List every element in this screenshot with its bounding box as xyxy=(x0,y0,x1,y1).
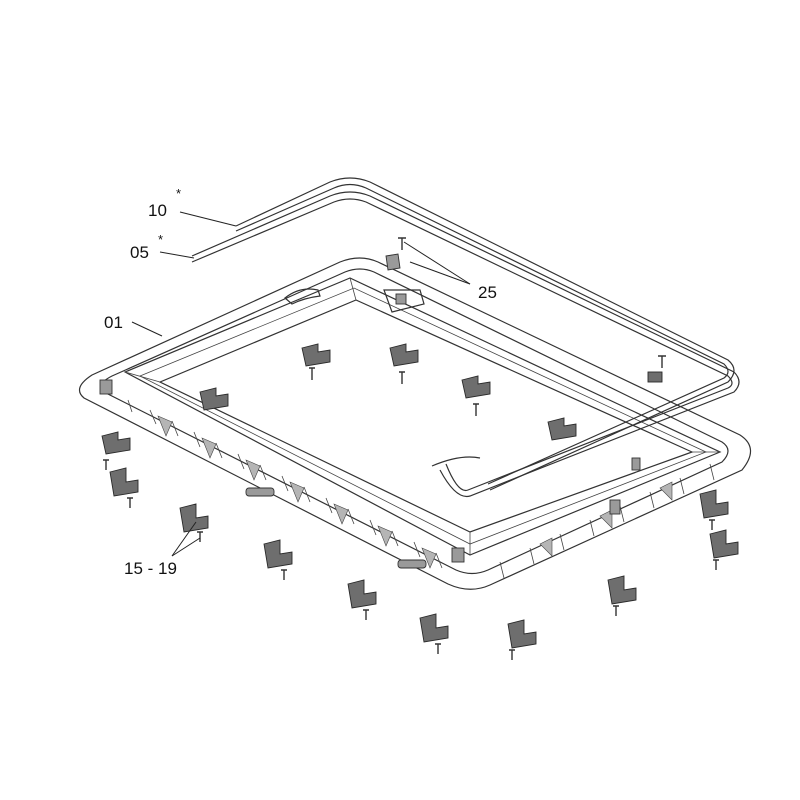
callout-25: 25 xyxy=(478,283,497,302)
window-gasket-ring xyxy=(191,191,740,498)
callout-01: 01 xyxy=(104,313,123,332)
mounting-brackets xyxy=(101,343,739,660)
callout-15-19: 15 - 19 xyxy=(124,559,177,578)
callout-10-number: 10 xyxy=(148,201,167,220)
leader-lines xyxy=(131,211,471,557)
clip-parts xyxy=(385,237,666,383)
callout-05-mark: * xyxy=(158,232,163,247)
callout-05: 05 * xyxy=(130,232,163,262)
callout-10-mark: * xyxy=(176,186,181,201)
callout-10: 10 * xyxy=(148,186,181,220)
window-seal-ring xyxy=(235,177,735,491)
callout-05-number: 05 xyxy=(130,243,149,262)
skylight-frame xyxy=(78,257,752,590)
